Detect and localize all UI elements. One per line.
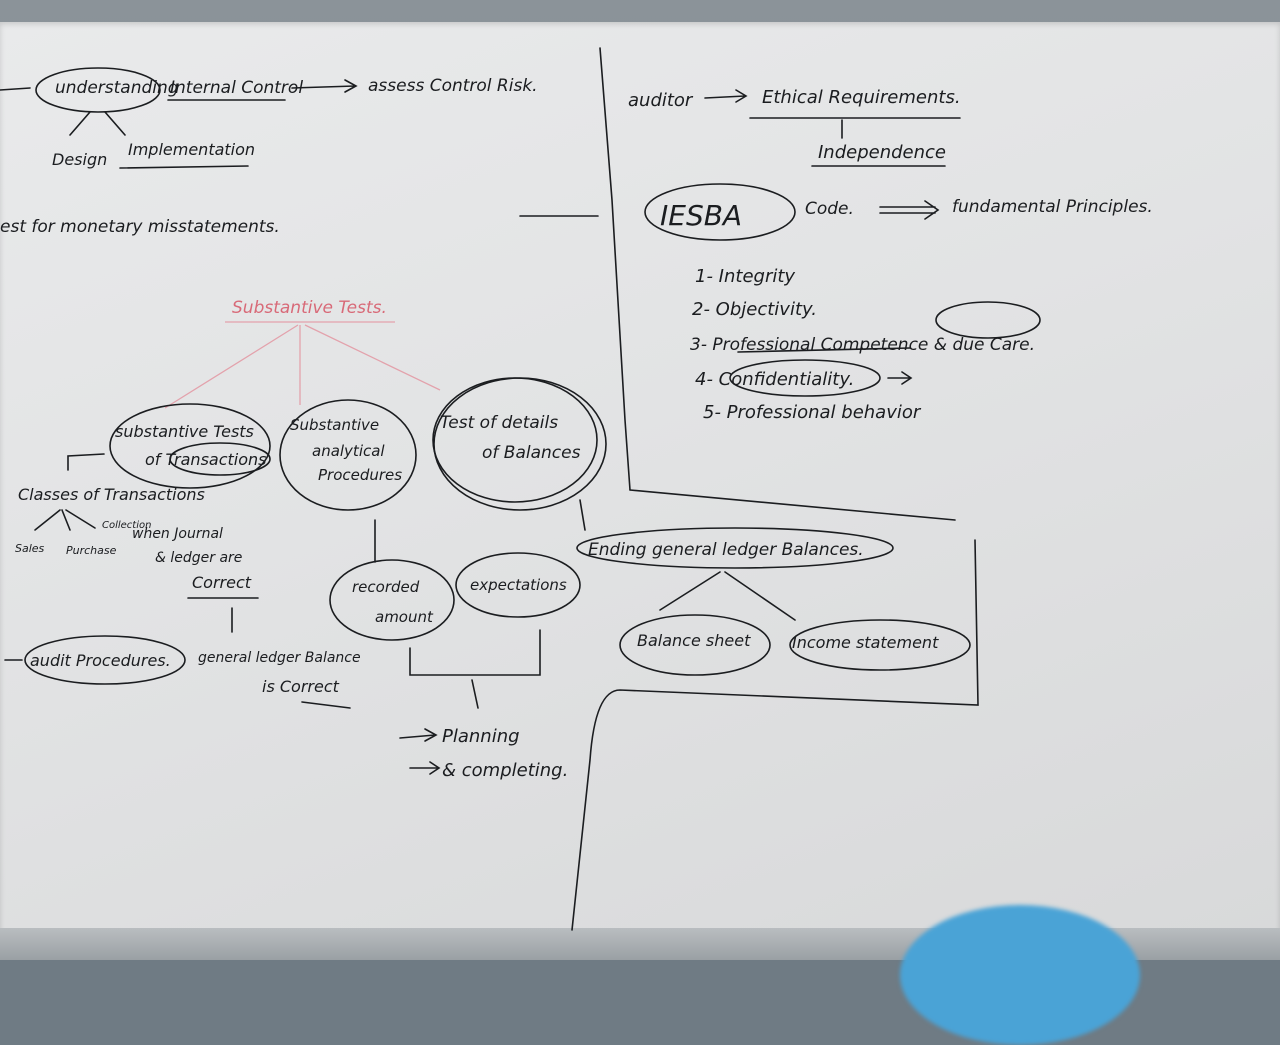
circle-mark	[644, 183, 796, 241]
tests-of-transactions-line1: substantive Tests	[115, 422, 254, 441]
circle-mark	[576, 527, 894, 569]
planning-text: Planning	[442, 726, 520, 747]
arrow-line	[67, 453, 105, 471]
sales-text: Sales	[15, 542, 45, 555]
circle-mark	[279, 399, 417, 511]
tests-of-transactions-line2: of Transactions	[145, 450, 266, 469]
principle-2: 2- Objectivity.	[692, 299, 817, 320]
divider-line	[629, 489, 956, 521]
arrow-line	[187, 597, 259, 633]
tree-branch	[164, 324, 441, 409]
arrow-line	[0, 87, 31, 91]
circle-mark	[433, 377, 607, 511]
implementation-text: Implementation	[128, 140, 255, 159]
arrow-line	[704, 89, 748, 103]
general-ledger-text: general ledger Balance	[198, 650, 361, 666]
expectations-text: expectations	[470, 576, 567, 594]
principle-3: 3- Professional Competence & due Care.	[690, 335, 1035, 355]
iesba-text: IESBA	[660, 199, 742, 232]
circle-mark	[109, 403, 271, 489]
details-line2: of Balances	[482, 443, 581, 463]
underline	[301, 701, 351, 709]
arrow-line	[69, 111, 126, 136]
circle-mark	[432, 377, 598, 503]
divider-line	[571, 539, 979, 931]
circle-mark	[729, 359, 881, 397]
circle-mark	[789, 619, 971, 671]
arrow-line	[409, 761, 441, 775]
underline	[737, 347, 911, 353]
principle-1: 1- Integrity	[695, 266, 795, 287]
details-line1: Test of details	[440, 413, 558, 433]
circle-mark	[169, 442, 271, 476]
ending-balances-text: Ending general ledger Balances.	[588, 540, 864, 560]
divider-line	[599, 47, 631, 491]
fundamental-principles-text: fundamental Principles.	[952, 197, 1153, 217]
arrow-line	[749, 117, 961, 139]
circle-mark	[329, 559, 455, 641]
analytical-line1: Substantive	[290, 416, 379, 434]
ledger-are-text: & ledger are	[155, 550, 242, 566]
balance-sheet-text: Balance sheet	[637, 631, 751, 650]
design-text: Design	[52, 150, 107, 169]
arrow-line	[399, 728, 438, 742]
whiteboard	[0, 22, 1280, 938]
principle-5: 5- Professional behavior	[703, 402, 922, 423]
circle-mark	[935, 301, 1041, 339]
correct-text: Correct	[192, 573, 252, 592]
arrow-line	[409, 629, 541, 709]
arrow-line	[879, 200, 940, 220]
recorded-line1: recorded	[352, 578, 420, 596]
analytical-line2: analytical	[312, 442, 385, 460]
principle-4: 4- Confidentiality.	[695, 369, 854, 390]
code-text: Code.	[805, 199, 854, 219]
circle-mark	[619, 614, 771, 676]
monetary-text: est for monetary misstatements.	[0, 217, 280, 237]
completing-text: & completing.	[442, 760, 568, 781]
underline	[119, 165, 249, 169]
circle-mark	[455, 552, 581, 618]
independence-text: Independence	[818, 142, 946, 163]
collection-text: Collection	[102, 520, 151, 531]
assess-control-risk-text: assess Control Risk.	[368, 76, 538, 96]
circle-mark	[24, 635, 186, 685]
understanding-text: understanding	[55, 78, 179, 98]
classes-text: Classes of Transactions	[18, 485, 205, 504]
is-correct-text: is Correct	[262, 677, 340, 696]
tree-branch	[659, 571, 796, 621]
whiteboard-notes: understanding Internal Control assess Co…	[0, 47, 1153, 931]
analytical-line3: Procedures	[318, 466, 402, 484]
auditor-text: auditor	[628, 90, 694, 111]
arrow-line	[291, 79, 358, 93]
arrow-line	[579, 499, 586, 531]
recorded-line2: amount	[375, 608, 434, 626]
when-journal-text: when Journal	[132, 526, 223, 542]
audit-procedures-text: audit Procedures.	[30, 651, 171, 670]
substantive-tests-title: Substantive Tests.	[232, 298, 387, 318]
ethical-requirements-text: Ethical Requirements.	[762, 87, 961, 108]
purchase-text: Purchase	[66, 544, 117, 557]
internal-control-text: Internal Control	[170, 78, 303, 98]
arrow-line	[34, 509, 96, 531]
circle-mark	[35, 67, 161, 113]
arrow-line	[887, 371, 913, 385]
income-statement-text: Income statement	[792, 633, 939, 652]
